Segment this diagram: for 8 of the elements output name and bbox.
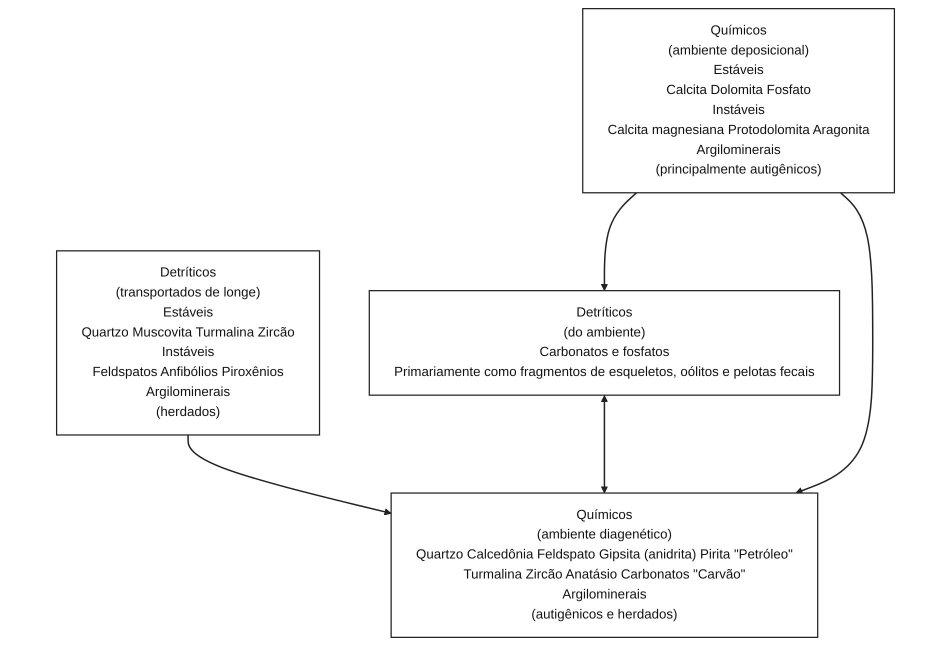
arrow xyxy=(795,192,874,494)
node-box: Químicos (ambiente deposicional) Estáveis Calcita Dolomita Fosfato Instáveis Calcita magnesiana Protodolomita Aragonita Argilominerais (principalmente autigênicos) xyxy=(582,8,896,194)
node-box: Químicos (ambiente diagenético) Quartzo Calcedônia Feldspato Gipsita (anidrita) Pirita "Petróleo" Turmalina Zircão Anatásio Carbonatos "Carvão" Argilominerais (autigênicos e herdados) xyxy=(390,492,818,638)
arrow xyxy=(187,434,392,516)
arrow xyxy=(600,192,638,291)
arrow xyxy=(600,395,608,494)
node-box: Detríticos (do ambiente) Carbonatos e fosfatos Primariamente como fragmentos de esqueletos, oólitos e pelotas fecais xyxy=(368,290,840,396)
node-box: Detríticos (transportados de longe) Estáveis Quartzo Muscovita Turmalina Zircão Instáveis Feldspatos Anfibólios Piroxênios Argilominerais (herdados) xyxy=(56,250,320,436)
